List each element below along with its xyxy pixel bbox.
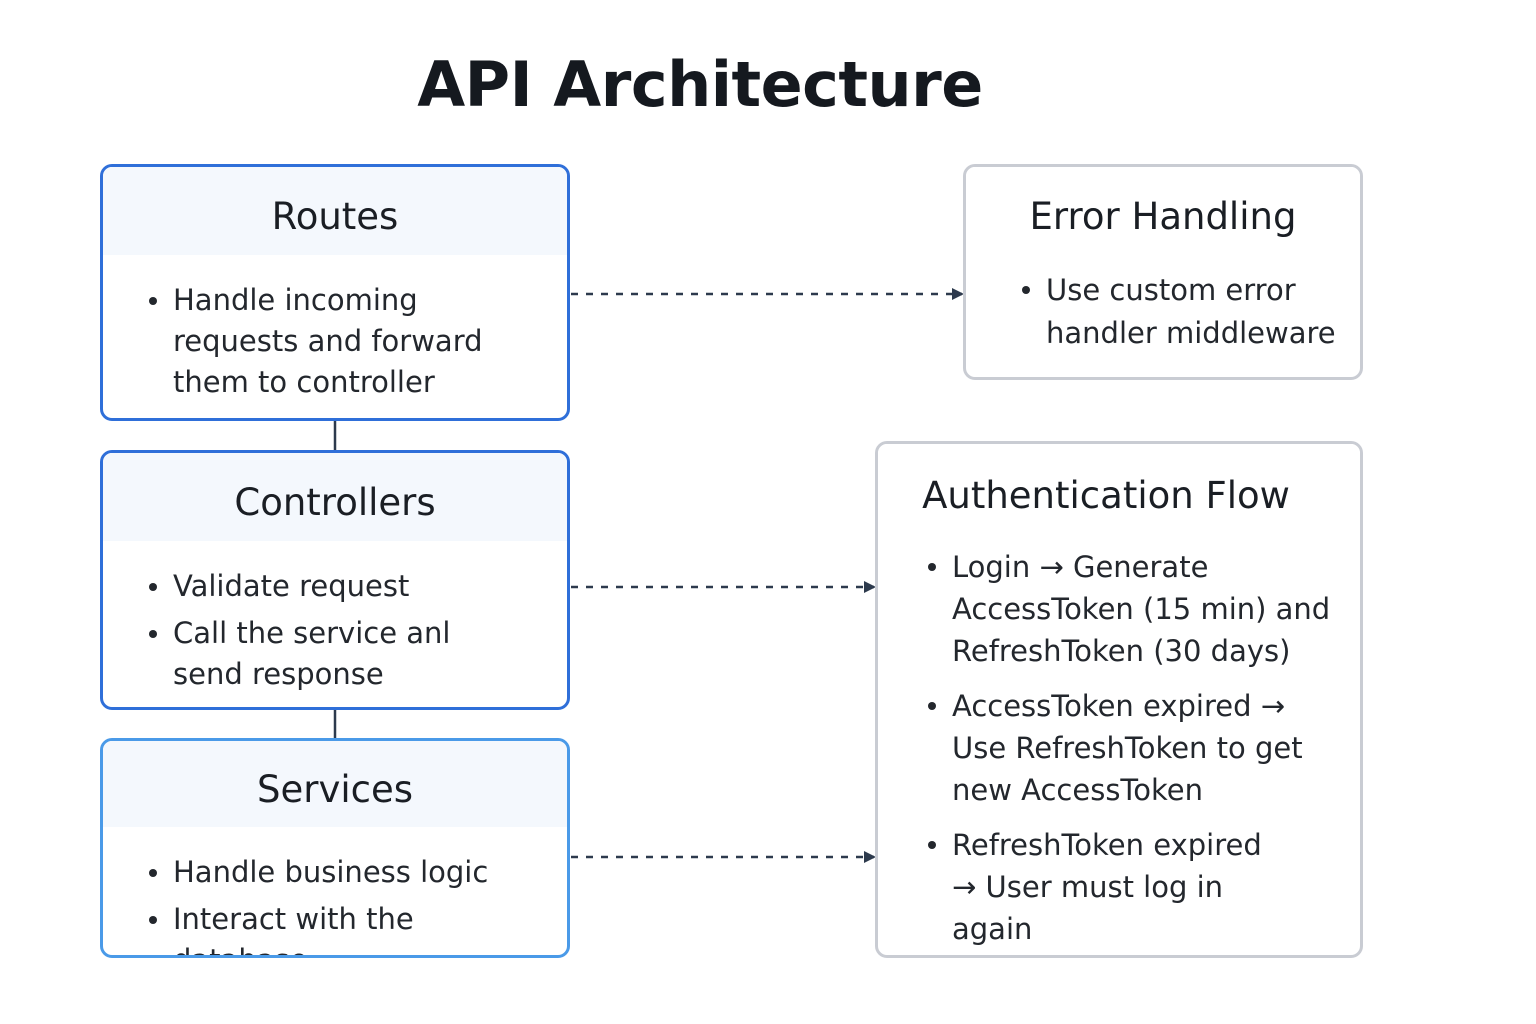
routes-list: Handle incoming requests and forward the… (149, 280, 547, 403)
controllers-item: Call the service anl send response (149, 613, 473, 695)
services-list: Handle business logic Interact with the … (149, 852, 557, 955)
auth-flow-list: Login → Generate AccessToken (15 min) an… (928, 546, 1336, 950)
controllers-list: Validate request Call the service anl se… (149, 566, 547, 695)
routes-box: Routes Handle incoming requests and forw… (100, 164, 570, 421)
error-handling-heading: Error Handling (966, 167, 1360, 251)
error-handling-item: Use custom error handler middleware (1022, 269, 1340, 355)
services-heading: Services (103, 741, 567, 827)
auth-flow-heading: Authentication Flow (878, 444, 1360, 534)
controllers-item: Validate request (149, 566, 547, 607)
error-handling-list: Use custom error handler middleware (1022, 269, 1340, 355)
routes-heading: Routes (103, 167, 567, 255)
services-item: Handle business logic (149, 852, 557, 893)
error-handling-box: Error Handling Use custom error handler … (963, 164, 1363, 380)
routes-item: Handle incoming requests and forward the… (149, 280, 547, 403)
auth-flow-item: AccessToken expired → Use RefreshToken t… (928, 685, 1336, 811)
auth-flow-item: Login → Generate AccessToken (15 min) an… (928, 546, 1336, 672)
controllers-heading: Controllers (103, 453, 567, 541)
controllers-box: Controllers Validate request Call the se… (100, 450, 570, 710)
diagram-title: API Architecture (417, 48, 983, 121)
auth-flow-box: Authentication Flow Login → Generate Acc… (875, 441, 1363, 958)
services-box: Services Handle business logic Interact … (100, 738, 570, 958)
services-item: Interact with the database (149, 899, 557, 955)
auth-flow-item: RefreshToken expired → User must log in … (928, 824, 1292, 950)
